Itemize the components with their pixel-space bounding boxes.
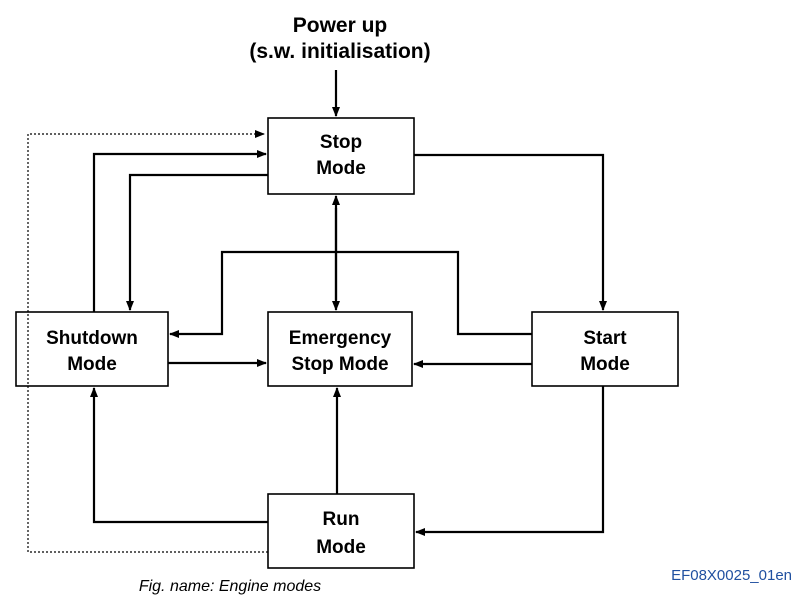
reference-code: EF08X0025_01en [671,567,792,584]
shutdown-mode-label-1: Shutdown [46,328,138,349]
run-mode-label-2: Mode [316,537,366,558]
stop-mode-label-1: Stop [320,132,362,153]
edge-start-to-run [415,386,605,536]
start-mode-label-2: Mode [580,354,630,375]
stop-mode-node: Stop Mode [267,117,415,195]
figure-caption: Fig. name: Engine modes [139,578,321,595]
stop-mode-label-2: Mode [316,158,366,179]
emergency-stop-mode-node: Emergency Stop Mode [267,311,413,387]
edge-run-to-stop-dotted [27,130,268,553]
start-mode-node: Start Mode [531,311,679,387]
edge-stop-to-start [414,153,607,311]
shutdown-mode-label-2: Mode [67,354,117,375]
edge-stop-to-shutdown [126,173,268,311]
run-mode-label-1: Run [323,509,360,530]
edge-start-to-shutdown [169,250,532,338]
edge-run-to-shutdown [90,387,268,524]
emergency-mode-label-1: Emergency [289,328,392,349]
power-up-subtitle: (s.w. initialisation) [249,40,430,63]
start-mode-label-1: Start [583,328,627,349]
power-up-title: Power up [293,14,388,37]
run-mode-node: Run Mode [267,493,415,569]
edge-shutdown-to-stop [92,150,267,312]
emergency-mode-label-2: Stop Mode [291,354,388,375]
shutdown-mode-node: Shutdown Mode [15,311,169,387]
